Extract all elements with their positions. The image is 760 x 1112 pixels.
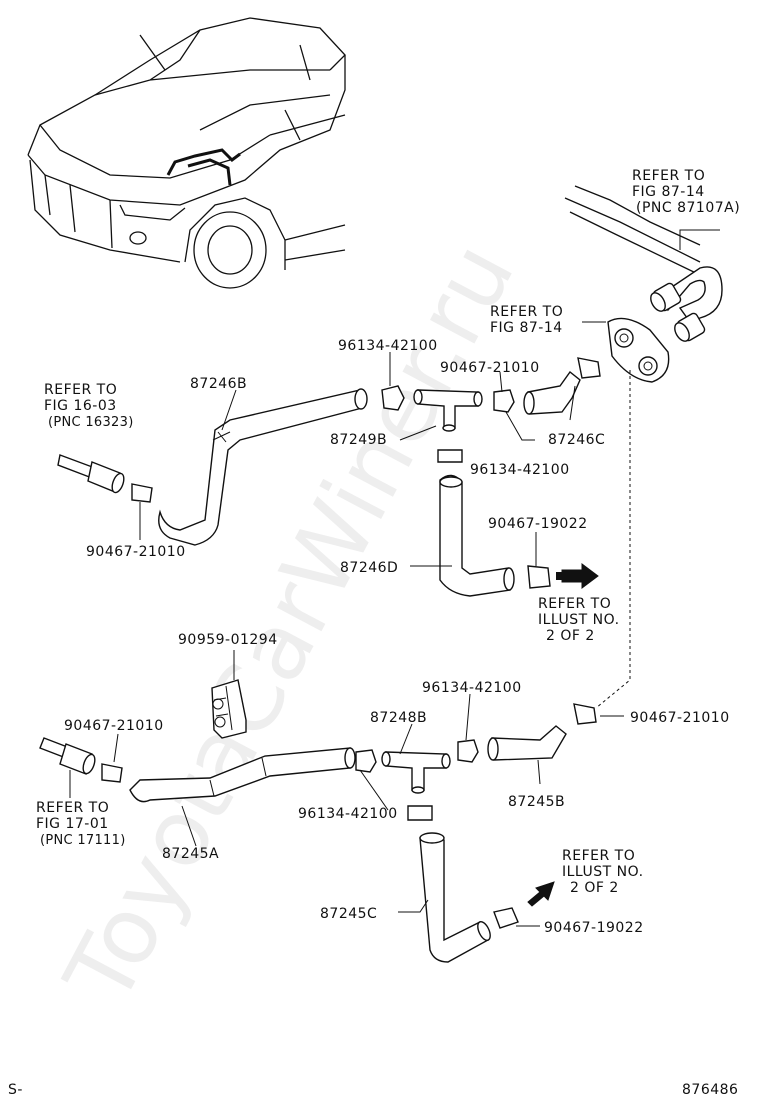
- part-87245B: 87245B: [508, 794, 565, 810]
- part-96134-42100-a: 96134-42100: [338, 338, 438, 354]
- ref-fig-16-03-line2: FIG 16-03: [44, 398, 117, 414]
- ref-fig-87-14-top-line1: REFER TO: [632, 168, 705, 184]
- ref-fig-16-03-line1: REFER TO: [44, 382, 117, 398]
- part-90467-21010-b: 90467-21010: [440, 360, 540, 376]
- ref-fig-87-14-top-line2: FIG 87-14: [632, 184, 705, 200]
- callout-labels: REFER TO FIG 87-14 (PNC 87107A) REFER TO…: [36, 168, 740, 936]
- ref-illust-2-line3: 2 OF 2: [570, 880, 619, 896]
- ref-illust-1-line2: ILLUST NO.: [538, 612, 620, 628]
- part-87248B: 87248B: [370, 710, 427, 726]
- ref-fig-17-01-line2: FIG 17-01: [36, 816, 109, 832]
- ref-fig-16-03-line3: (PNC 16323): [48, 415, 134, 430]
- leader-lines: [69, 352, 624, 927]
- ref-fig-17-01-line3: (PNC 17111): [40, 833, 126, 848]
- part-96134-42100-b: 96134-42100: [470, 462, 570, 478]
- illustration-number: 876486: [682, 1082, 738, 1098]
- ref-illust-2-line2: ILLUST NO.: [562, 864, 644, 880]
- part-87245C: 87245C: [320, 906, 377, 922]
- bracket-90959: [211, 679, 247, 739]
- dashed-connector: [595, 370, 631, 709]
- part-87246B: 87246B: [190, 376, 247, 392]
- ref-fig-87-14-mid-line1: REFER TO: [490, 304, 563, 320]
- ref-illust-1-line1: REFER TO: [538, 596, 611, 612]
- part-96134-42100-d: 96134-42100: [298, 806, 398, 822]
- part-87246C: 87246C: [548, 432, 605, 448]
- part-90467-19022-a: 90467-19022: [488, 516, 588, 532]
- part-90467-21010-c: 90467-21010: [64, 718, 164, 734]
- upper-hose-assembly: [57, 357, 601, 597]
- part-90467-21010-a: 90467-21010: [86, 544, 186, 560]
- ref-illust-2-line1: REFER TO: [562, 848, 635, 864]
- ref-illust-1-line3: 2 OF 2: [546, 628, 595, 644]
- part-87249B: 87249B: [330, 432, 387, 448]
- heater-unit-pipes: [564, 185, 723, 383]
- ref-fig-87-14-top-line3: (PNC 87107A): [636, 200, 740, 216]
- ref-fig-87-14-mid-line2: FIG 87-14: [490, 320, 563, 336]
- lower-hose-assembly: [39, 703, 597, 963]
- part-87245A: 87245A: [162, 846, 219, 862]
- part-96134-42100-c: 96134-42100: [422, 680, 522, 696]
- vehicle-illustration: [27, 17, 346, 289]
- footer-left-code: S-: [8, 1082, 23, 1098]
- part-90959-01294: 90959-01294: [178, 632, 278, 648]
- part-90467-19022-b: 90467-19022: [544, 920, 644, 936]
- ref-fig-17-01-line1: REFER TO: [36, 800, 109, 816]
- watermark: ToyotaCarWiner.ru: [44, 226, 535, 1021]
- part-87246D: 87246D: [340, 560, 398, 576]
- part-90467-21010-d: 90467-21010: [630, 710, 730, 726]
